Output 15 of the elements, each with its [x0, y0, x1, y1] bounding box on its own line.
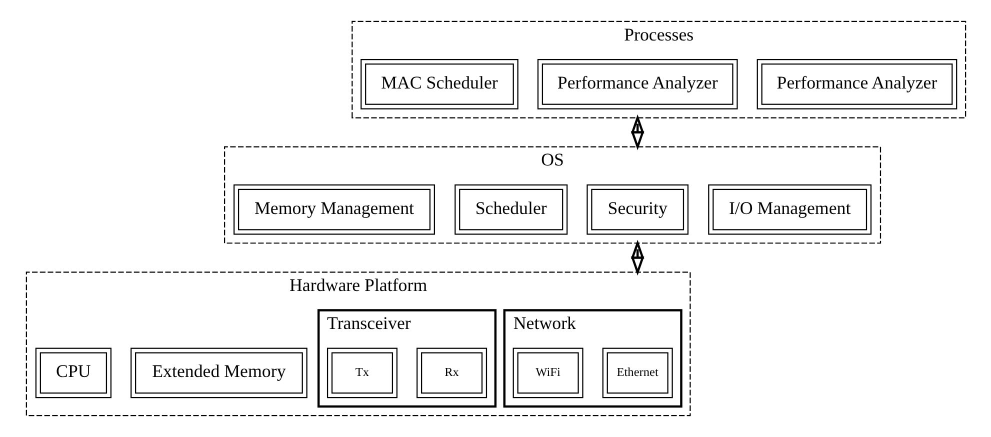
- node-box: Extended Memory: [130, 348, 307, 398]
- node-box: I/O Management: [708, 184, 872, 235]
- node-box: Ethernet: [602, 348, 672, 398]
- arrow: [630, 114, 644, 150]
- node-box: Scheduler: [454, 184, 568, 235]
- arrow: [630, 240, 644, 276]
- node-box: Performance Analyzer: [756, 58, 957, 110]
- node-box: CPU: [34, 348, 111, 398]
- node-box: Memory Management: [233, 184, 434, 235]
- node-box: Security: [586, 184, 688, 235]
- node-box: WiFi: [512, 348, 583, 398]
- node-box: Tx: [326, 348, 397, 398]
- node-box: Performance Analyzer: [536, 58, 738, 110]
- node-box: MAC Scheduler: [360, 58, 518, 110]
- node-box: Rx: [416, 348, 487, 398]
